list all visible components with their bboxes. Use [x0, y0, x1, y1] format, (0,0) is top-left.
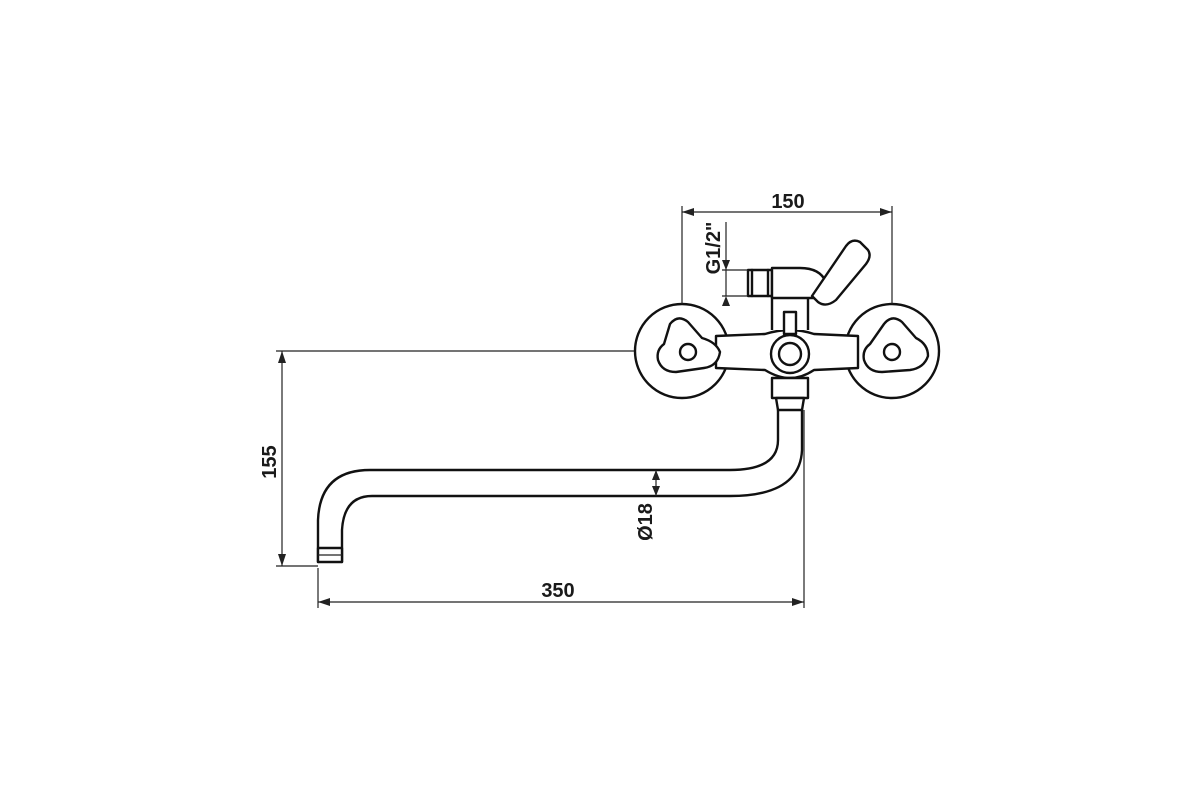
right-handle: [862, 317, 930, 374]
spout-collar-ring: [774, 396, 806, 412]
center-ring-inner: [777, 341, 803, 367]
spout-outer-line: [316, 408, 780, 564]
dim-thread-label: G1/2": [703, 222, 725, 275]
dim-width-top-label: 150: [771, 191, 804, 213]
diverter-lever: [810, 239, 871, 306]
dim-thread: G1/2": [703, 222, 748, 306]
dim-height: 155: [259, 350, 634, 567]
faucet-body: [633, 239, 941, 412]
dim-spout-length: 350: [317, 410, 805, 608]
dim-height-label: 155: [259, 445, 281, 478]
dim-pipe-diameter-label: Ø18: [635, 503, 657, 541]
dim-spout-length-label: 350: [541, 580, 574, 602]
dim-pipe-diameter: Ø18: [635, 470, 660, 541]
center-toggle: [782, 310, 798, 336]
left-handle: [656, 317, 722, 374]
dim-width-top: 150: [681, 191, 893, 304]
spout-inner-line: [340, 408, 804, 564]
spout-collar: [770, 376, 810, 400]
spout: [316, 408, 804, 564]
